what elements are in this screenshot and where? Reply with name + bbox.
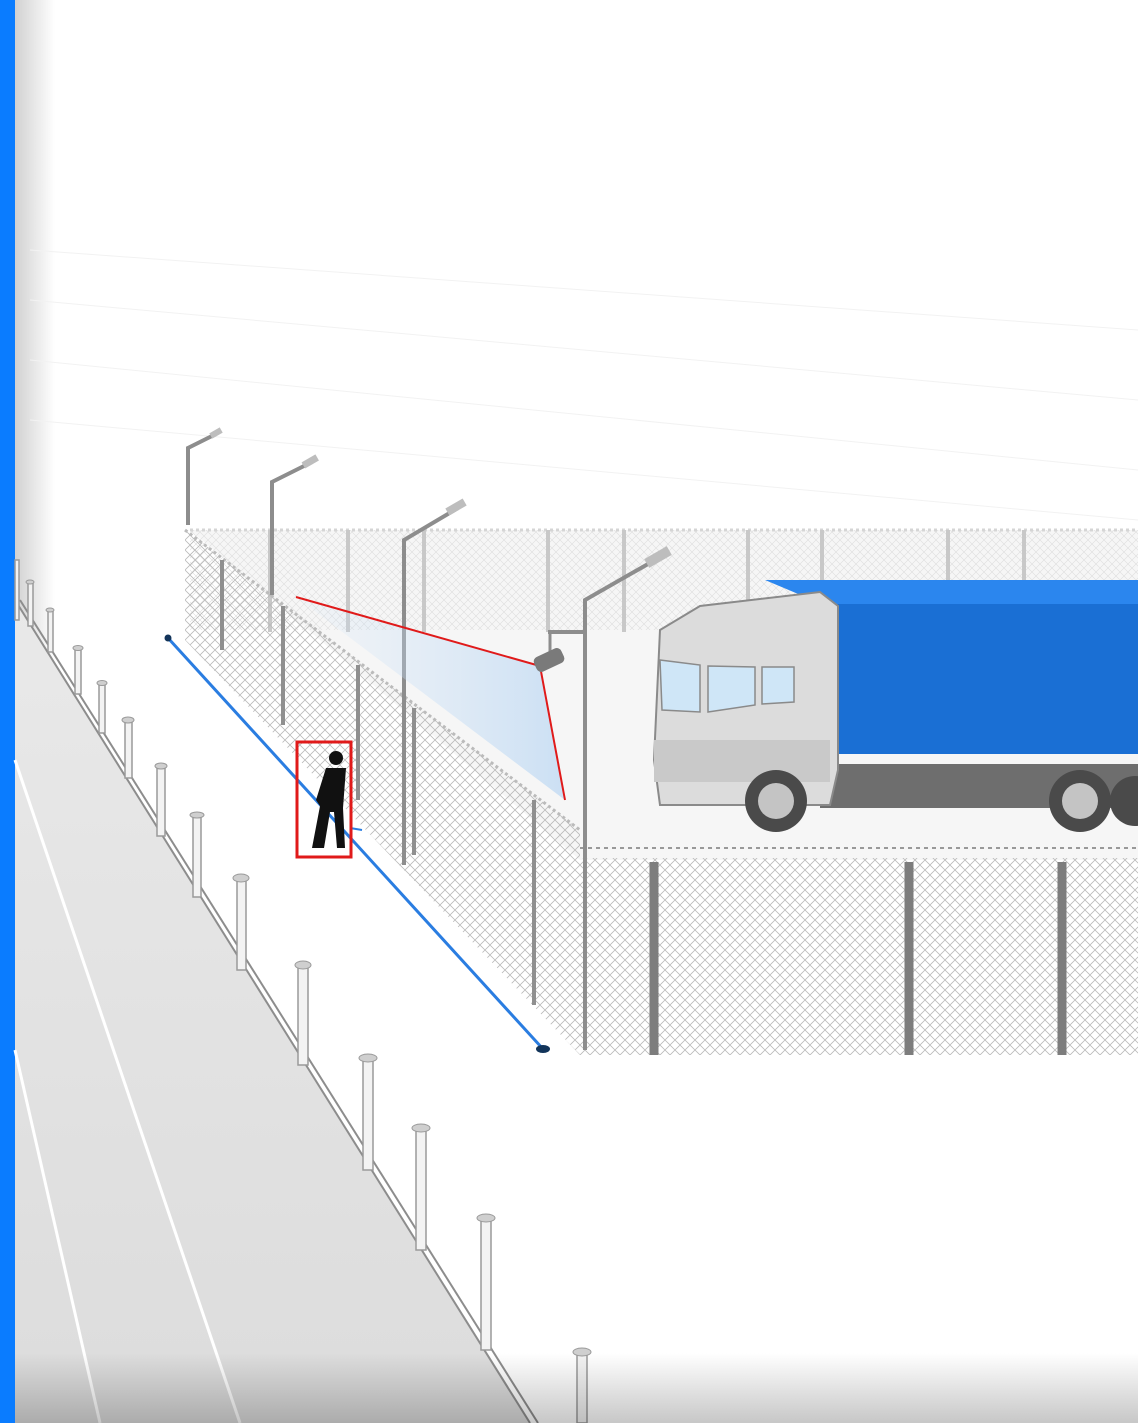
camera-fov (296, 597, 565, 800)
background-grid (29, 249, 1138, 521)
bollard-caps (25, 579, 592, 1357)
virtual-trip-line (164, 634, 550, 1053)
truck-icon (652, 580, 1138, 832)
left-accent-bar (0, 0, 15, 1423)
road-markings (13, 759, 242, 1423)
camera-icon (533, 630, 585, 672)
front-fence (580, 847, 1138, 1055)
detection-box (295, 740, 353, 859)
road-edges (14, 599, 539, 1423)
lamp-heads (209, 427, 672, 568)
side-fence (184, 528, 581, 1055)
street-lamp-icon (186, 432, 663, 1050)
camera-fov-edges (295, 596, 566, 801)
person-silhouette-icon (312, 751, 363, 848)
